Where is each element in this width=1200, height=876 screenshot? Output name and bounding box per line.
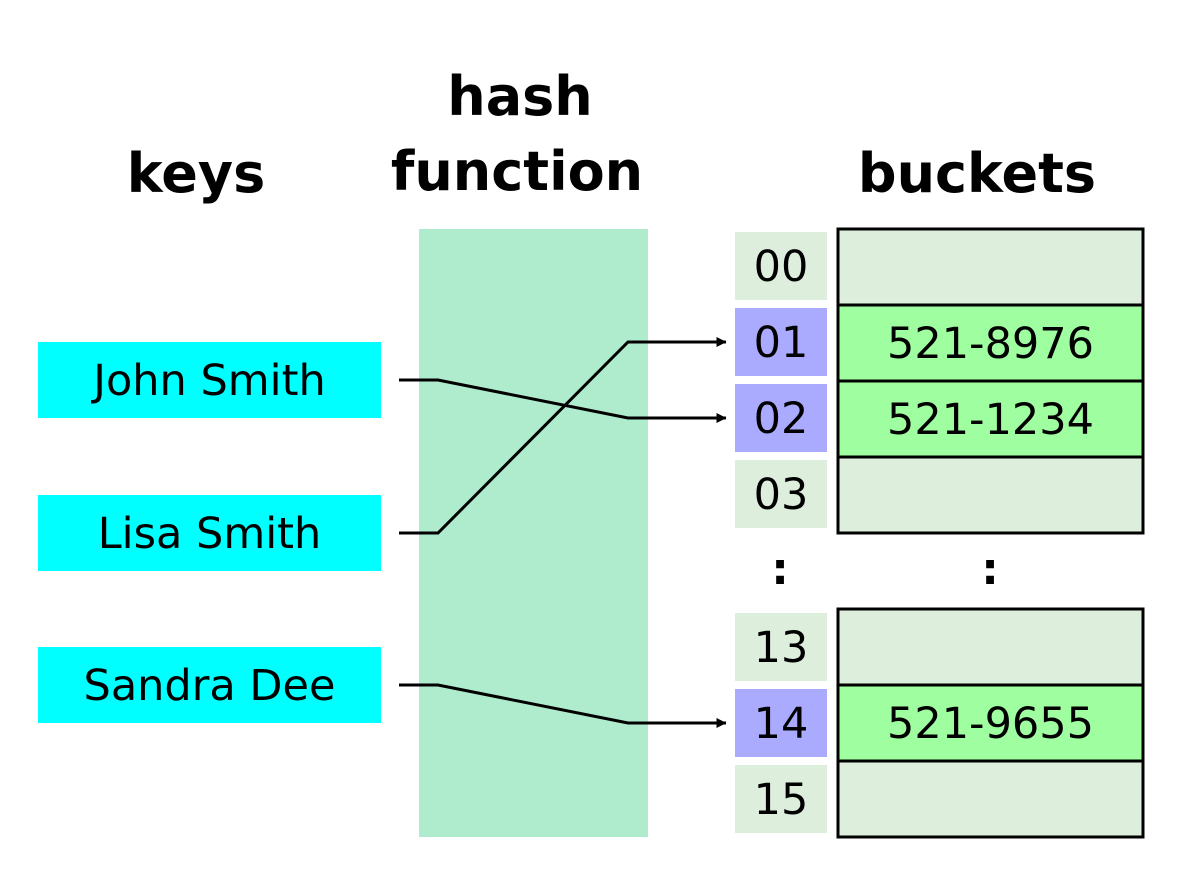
index-cell: 14 bbox=[735, 689, 827, 757]
index-cell-bg bbox=[735, 689, 827, 757]
buckets-ellipsis: : bbox=[981, 544, 999, 595]
index-cell-bg bbox=[735, 308, 827, 376]
key-label: Sandra Dee bbox=[84, 661, 336, 711]
key-box bbox=[38, 342, 381, 418]
hash-function-header-line1: hash bbox=[447, 65, 592, 128]
buckets-column: 521-8976 521-1234 521-9655 bbox=[836, 227, 1145, 839]
indices-column: 00 01 02 03 13 14 15 bbox=[735, 232, 827, 833]
index-cell-bg bbox=[735, 613, 827, 681]
hash-arrow bbox=[399, 683, 727, 728]
hash-arrow bbox=[399, 337, 727, 535]
hash-mapping-arrows bbox=[399, 337, 727, 728]
index-label: 01 bbox=[754, 318, 809, 368]
keys-header: keys bbox=[127, 142, 265, 205]
bucket-empty bbox=[836, 455, 1145, 535]
indices-ellipsis: : bbox=[771, 544, 789, 595]
key-box bbox=[38, 495, 381, 571]
bucket-entry bbox=[836, 683, 1145, 763]
key-label: John Smith bbox=[90, 356, 325, 406]
bucket-value: 521-1234 bbox=[887, 395, 1094, 445]
index-cell: 13 bbox=[735, 613, 827, 681]
index-cell: 01 bbox=[735, 308, 827, 376]
bucket-entry bbox=[836, 303, 1145, 383]
index-cell: 02 bbox=[735, 384, 827, 452]
key-box bbox=[38, 647, 381, 723]
index-cell: 03 bbox=[735, 460, 827, 528]
index-label: 13 bbox=[754, 623, 809, 673]
index-label: 00 bbox=[754, 242, 809, 292]
hash-function-band bbox=[419, 229, 648, 837]
bucket-empty bbox=[836, 759, 1145, 839]
bucket-empty bbox=[836, 227, 1145, 307]
index-cell-bg bbox=[735, 232, 827, 300]
bucket-group-bottom: 521-9655 bbox=[836, 607, 1145, 839]
index-label: 02 bbox=[754, 394, 809, 444]
key-item: Lisa Smith bbox=[38, 495, 381, 571]
index-cell-bg bbox=[735, 765, 827, 833]
bucket-value: 521-9655 bbox=[887, 699, 1094, 749]
hash-arrow bbox=[399, 378, 727, 423]
key-item: Sandra Dee bbox=[38, 647, 381, 723]
key-label: Lisa Smith bbox=[98, 509, 322, 559]
bucket-value: 521-8976 bbox=[887, 319, 1094, 369]
index-cell-bg bbox=[735, 460, 827, 528]
index-label: 15 bbox=[754, 775, 809, 825]
bucket-group-top: 521-8976 521-1234 bbox=[836, 227, 1145, 535]
bucket-entry bbox=[836, 379, 1145, 459]
buckets-header: buckets bbox=[858, 142, 1096, 205]
index-cell: 00 bbox=[735, 232, 827, 300]
index-label: 03 bbox=[754, 470, 809, 520]
index-cell-bg bbox=[735, 384, 827, 452]
index-label: 14 bbox=[754, 699, 809, 749]
hash-function-header-line2: function bbox=[391, 140, 643, 203]
key-item: John Smith bbox=[38, 342, 381, 418]
index-cell: 15 bbox=[735, 765, 827, 833]
bucket-empty bbox=[836, 607, 1145, 687]
